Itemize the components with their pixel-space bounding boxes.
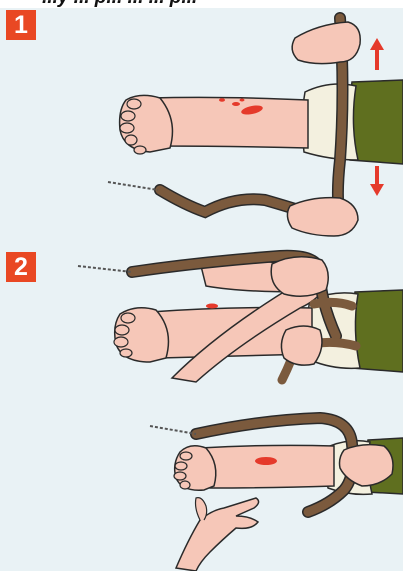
lower-leg-3: [200, 445, 334, 488]
lower-gripping-hand: [281, 326, 322, 365]
step-2-scene: [78, 256, 403, 382]
open-hand: [176, 498, 259, 571]
belt-chain-2: [78, 266, 132, 272]
arrow-down-icon: [370, 166, 384, 196]
bandage-cuff: [302, 84, 358, 160]
open-hand-thumb: [196, 498, 207, 520]
upper-hand: [292, 22, 360, 64]
wound-3: [255, 457, 277, 465]
lower-hand: [287, 198, 358, 236]
step-1-scene: [108, 18, 403, 236]
wound-2: [206, 304, 218, 309]
step-2b-scene: [150, 418, 403, 571]
belt-chain: [108, 182, 158, 190]
lower-leg: [150, 97, 308, 148]
gripping-hand: [271, 257, 328, 296]
belt-chain-3: [150, 426, 196, 434]
arrow-up-icon: [370, 38, 384, 70]
